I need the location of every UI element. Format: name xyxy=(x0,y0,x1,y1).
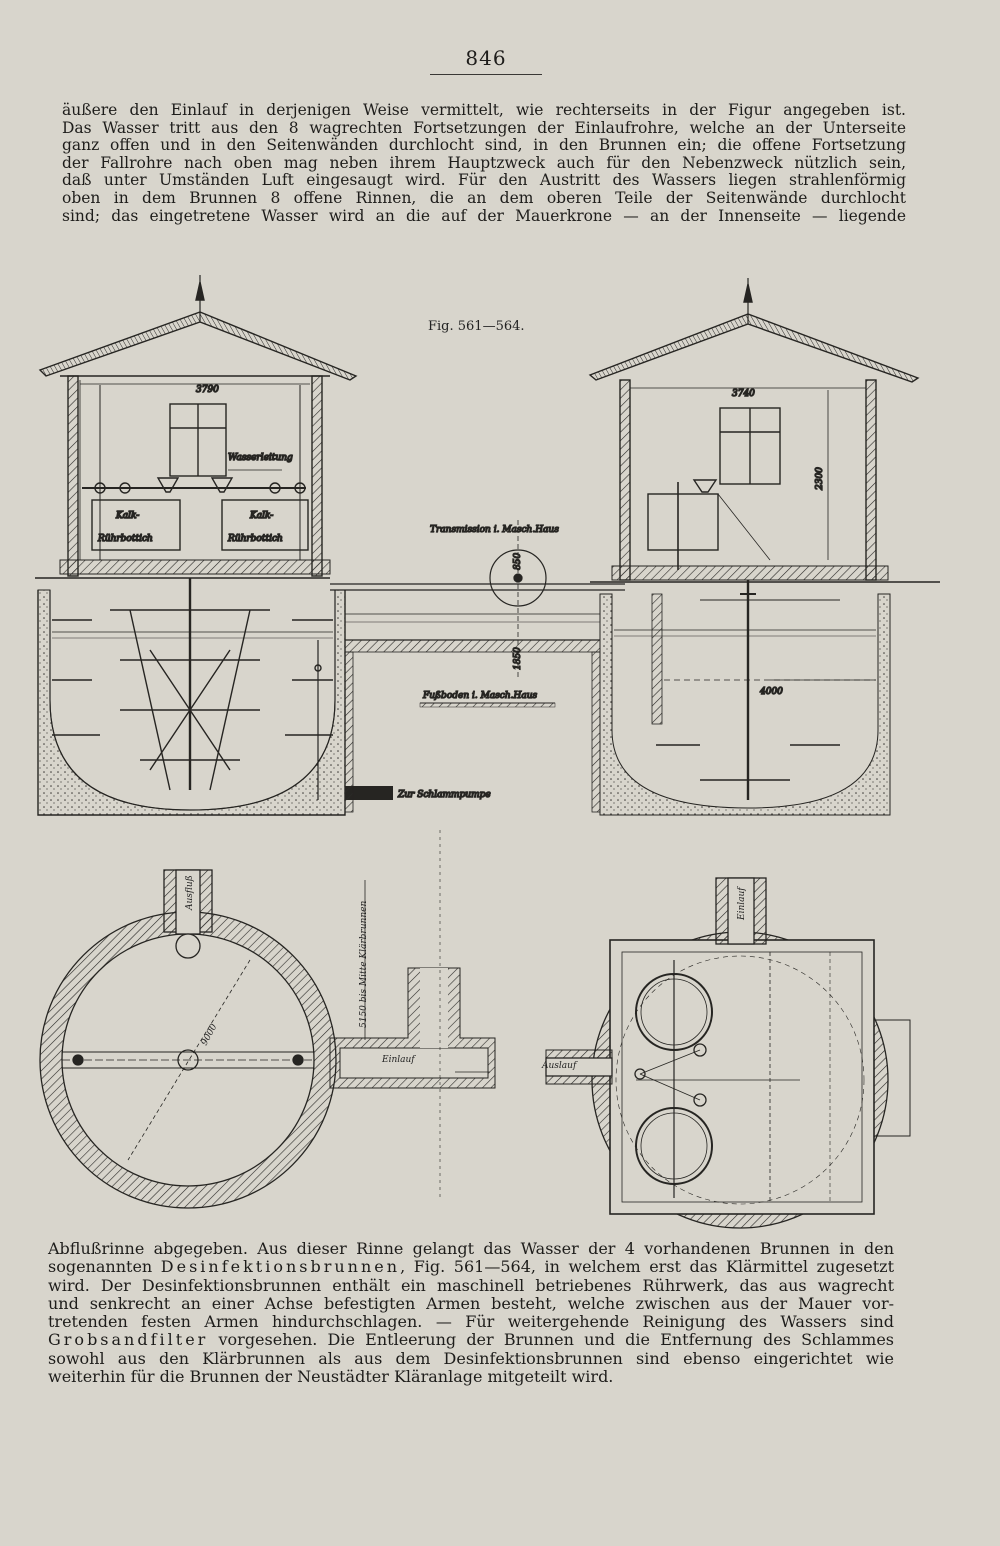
paragraph-top: äußere den Einlauf in derjenigen Weise v… xyxy=(62,101,906,225)
label-kalk: Kalk- xyxy=(249,511,273,521)
label-kalk: Kalk- xyxy=(115,511,139,521)
text-line: wird. Der Desinfektionsbrunnen enthält e… xyxy=(48,1275,894,1295)
dimension-label: 4000 xyxy=(759,687,783,697)
label-einlauf: Einlauf xyxy=(737,886,747,921)
text-line: oben in dem Brunnen 8 offene Rinnen, die… xyxy=(62,188,906,207)
dimension-label: 1850 xyxy=(513,647,523,670)
text-line: daß unter Umständen Luft eingesaugt wird… xyxy=(62,171,906,190)
label-auslauf: Auslauf xyxy=(541,1061,578,1071)
label-ruehrbottich: Rührbottich xyxy=(97,534,153,544)
text-line: weiterhin für die Brunnen der Neustädter… xyxy=(48,1367,614,1387)
dimension-label: 3790 xyxy=(196,385,219,395)
right-plan-drawing: Einlauf Auslauf xyxy=(541,877,911,1229)
text-line: sowohl aus den Klärbrunnen als aus dem D… xyxy=(48,1348,894,1368)
left-roof xyxy=(38,311,358,381)
text-line: sind; das eingetretene Wasser wird an di… xyxy=(62,206,906,225)
text-line: tretenden festen Armen hindurchschlagen.… xyxy=(48,1312,894,1332)
text-span: , Fig. 561—564, in welchem erst das Klär… xyxy=(400,1257,895,1277)
text-line: und senkrecht an einer Achse befestigten… xyxy=(48,1293,894,1313)
left-mixing-tub-b xyxy=(221,499,309,551)
channel-section: Transmission i. Masch.Haus 850 1850 Fußb… xyxy=(330,520,625,813)
text-span-spaced: Desinfektionsbrunnen xyxy=(160,1257,401,1277)
right-section-drawing: 3740 2300 4000 xyxy=(588,278,940,816)
dimension-label: 2300 xyxy=(815,467,825,491)
text-span-spaced: Grobsandfilter xyxy=(48,1330,209,1350)
text-line: Das Wasser tritt aus den 8 wagrechten Fo… xyxy=(62,118,906,137)
dimension-label: 3740 xyxy=(732,389,755,399)
figure-caption: Fig. 561—564. xyxy=(428,319,525,334)
left-mixing-tub-a xyxy=(91,499,181,551)
dimension-label: 5150 bis Mitte Klärbrunnen xyxy=(359,901,369,1028)
paragraph-bottom: Abflußrinne abgegeben. Aus dieser Rinne … xyxy=(48,1239,894,1387)
text-line: äußere den Einlauf in derjenigen Weise v… xyxy=(62,101,906,119)
label-wasserleitung: Wasserleitung xyxy=(228,453,293,463)
text-line: Abflußrinne abgegeben. Aus dieser Rinne … xyxy=(48,1239,894,1258)
text-line: der Fallrohre nach oben mag neben ihrem … xyxy=(62,153,906,172)
left-house-wall-left xyxy=(67,375,79,577)
text-line: ganz offen und in den Seitenwänden durch… xyxy=(62,136,906,155)
right-roof xyxy=(588,313,920,383)
label-zur-schlammpumpe: Zur Schlammpumpe xyxy=(397,790,491,800)
text-line: Grobsandfilter vorgesehen. Die Entleerun… xyxy=(48,1331,894,1349)
page-number: 846 xyxy=(430,46,542,75)
dimension-label: 850 xyxy=(513,553,523,570)
left-plan-drawing: Ausfluß 9000 Einlauf 5150 bis Mitte Klär… xyxy=(39,830,496,1209)
label-ruehrbottich: Rührbottich xyxy=(227,534,283,544)
plan-house-square xyxy=(609,939,875,1215)
text-span: vorgesehen. Die Entleerung der Brunnen u… xyxy=(208,1330,894,1350)
text-line: sogenannten Desinfektionsbrunnen, Fig. 5… xyxy=(48,1258,894,1276)
text-span: sogenannten xyxy=(48,1257,161,1277)
label-ausfluss: Ausfluß xyxy=(185,875,195,911)
label-transmission: Transmission i. Masch.Haus xyxy=(430,525,559,535)
label-einlauf: Einlauf xyxy=(381,1055,416,1065)
left-section-drawing: 3790 Wasserleitung Kalk- Rührbottich Kal… xyxy=(35,275,491,816)
label-fussboden: Fußboden i. Masch.Haus xyxy=(422,691,537,701)
left-house-wall-right xyxy=(311,375,323,577)
